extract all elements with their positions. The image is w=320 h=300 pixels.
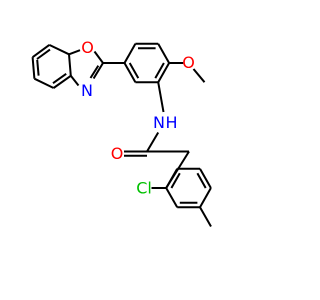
structure-canvas: O N O N H O Cl	[31, 38, 212, 227]
double-bond-inner	[36, 59, 40, 76]
atom-amide-nitrogen: N	[153, 113, 165, 132]
atom-methoxy-oxygen: O	[182, 53, 195, 72]
bond	[199, 168, 212, 189]
amide-linkage	[124, 82, 189, 157]
atom-carbonyl-oxygen: O	[111, 144, 124, 163]
bond	[165, 168, 179, 189]
bond	[68, 49, 81, 56]
bond	[123, 43, 137, 64]
methyl-bond	[199, 206, 212, 227]
bond	[157, 43, 170, 64]
double-bond-inner	[170, 172, 181, 189]
bond	[157, 82, 165, 113]
oxazole-ring	[68, 49, 104, 87]
bond	[157, 62, 170, 83]
methoxyphenyl-ring	[123, 42, 170, 84]
double-bond-inner	[154, 62, 165, 79]
double-bond-inner	[196, 172, 207, 189]
bond	[146, 131, 160, 153]
double-bond-inner	[52, 72, 67, 85]
bond	[199, 187, 212, 208]
bond	[53, 74, 72, 89]
double-bond-inner	[36, 48, 51, 60]
chloromethylphenyl-ring	[165, 150, 212, 209]
bond	[92, 62, 104, 80]
double-bond-inner	[89, 65, 100, 79]
bond	[33, 77, 55, 89]
molecule-diagram: O N O N H O Cl	[31, 38, 212, 227]
bond	[48, 43, 70, 56]
bond	[93, 50, 104, 64]
atom-oxazole-nitrogen: N	[81, 81, 93, 100]
atom-amide-hydrogen: H	[165, 113, 177, 132]
atom-chlorine: Cl	[136, 179, 152, 198]
bond	[70, 75, 80, 87]
atom-oxazole-oxygen: O	[81, 38, 94, 57]
double-bond-inner	[128, 62, 140, 79]
bond	[68, 54, 72, 76]
bond	[192, 68, 206, 83]
bond	[123, 62, 137, 83]
methoxy-group	[169, 62, 206, 83]
bond	[31, 57, 36, 79]
bond	[32, 44, 50, 59]
bond	[165, 187, 179, 208]
benzoxazole-benzene-ring	[31, 43, 72, 89]
